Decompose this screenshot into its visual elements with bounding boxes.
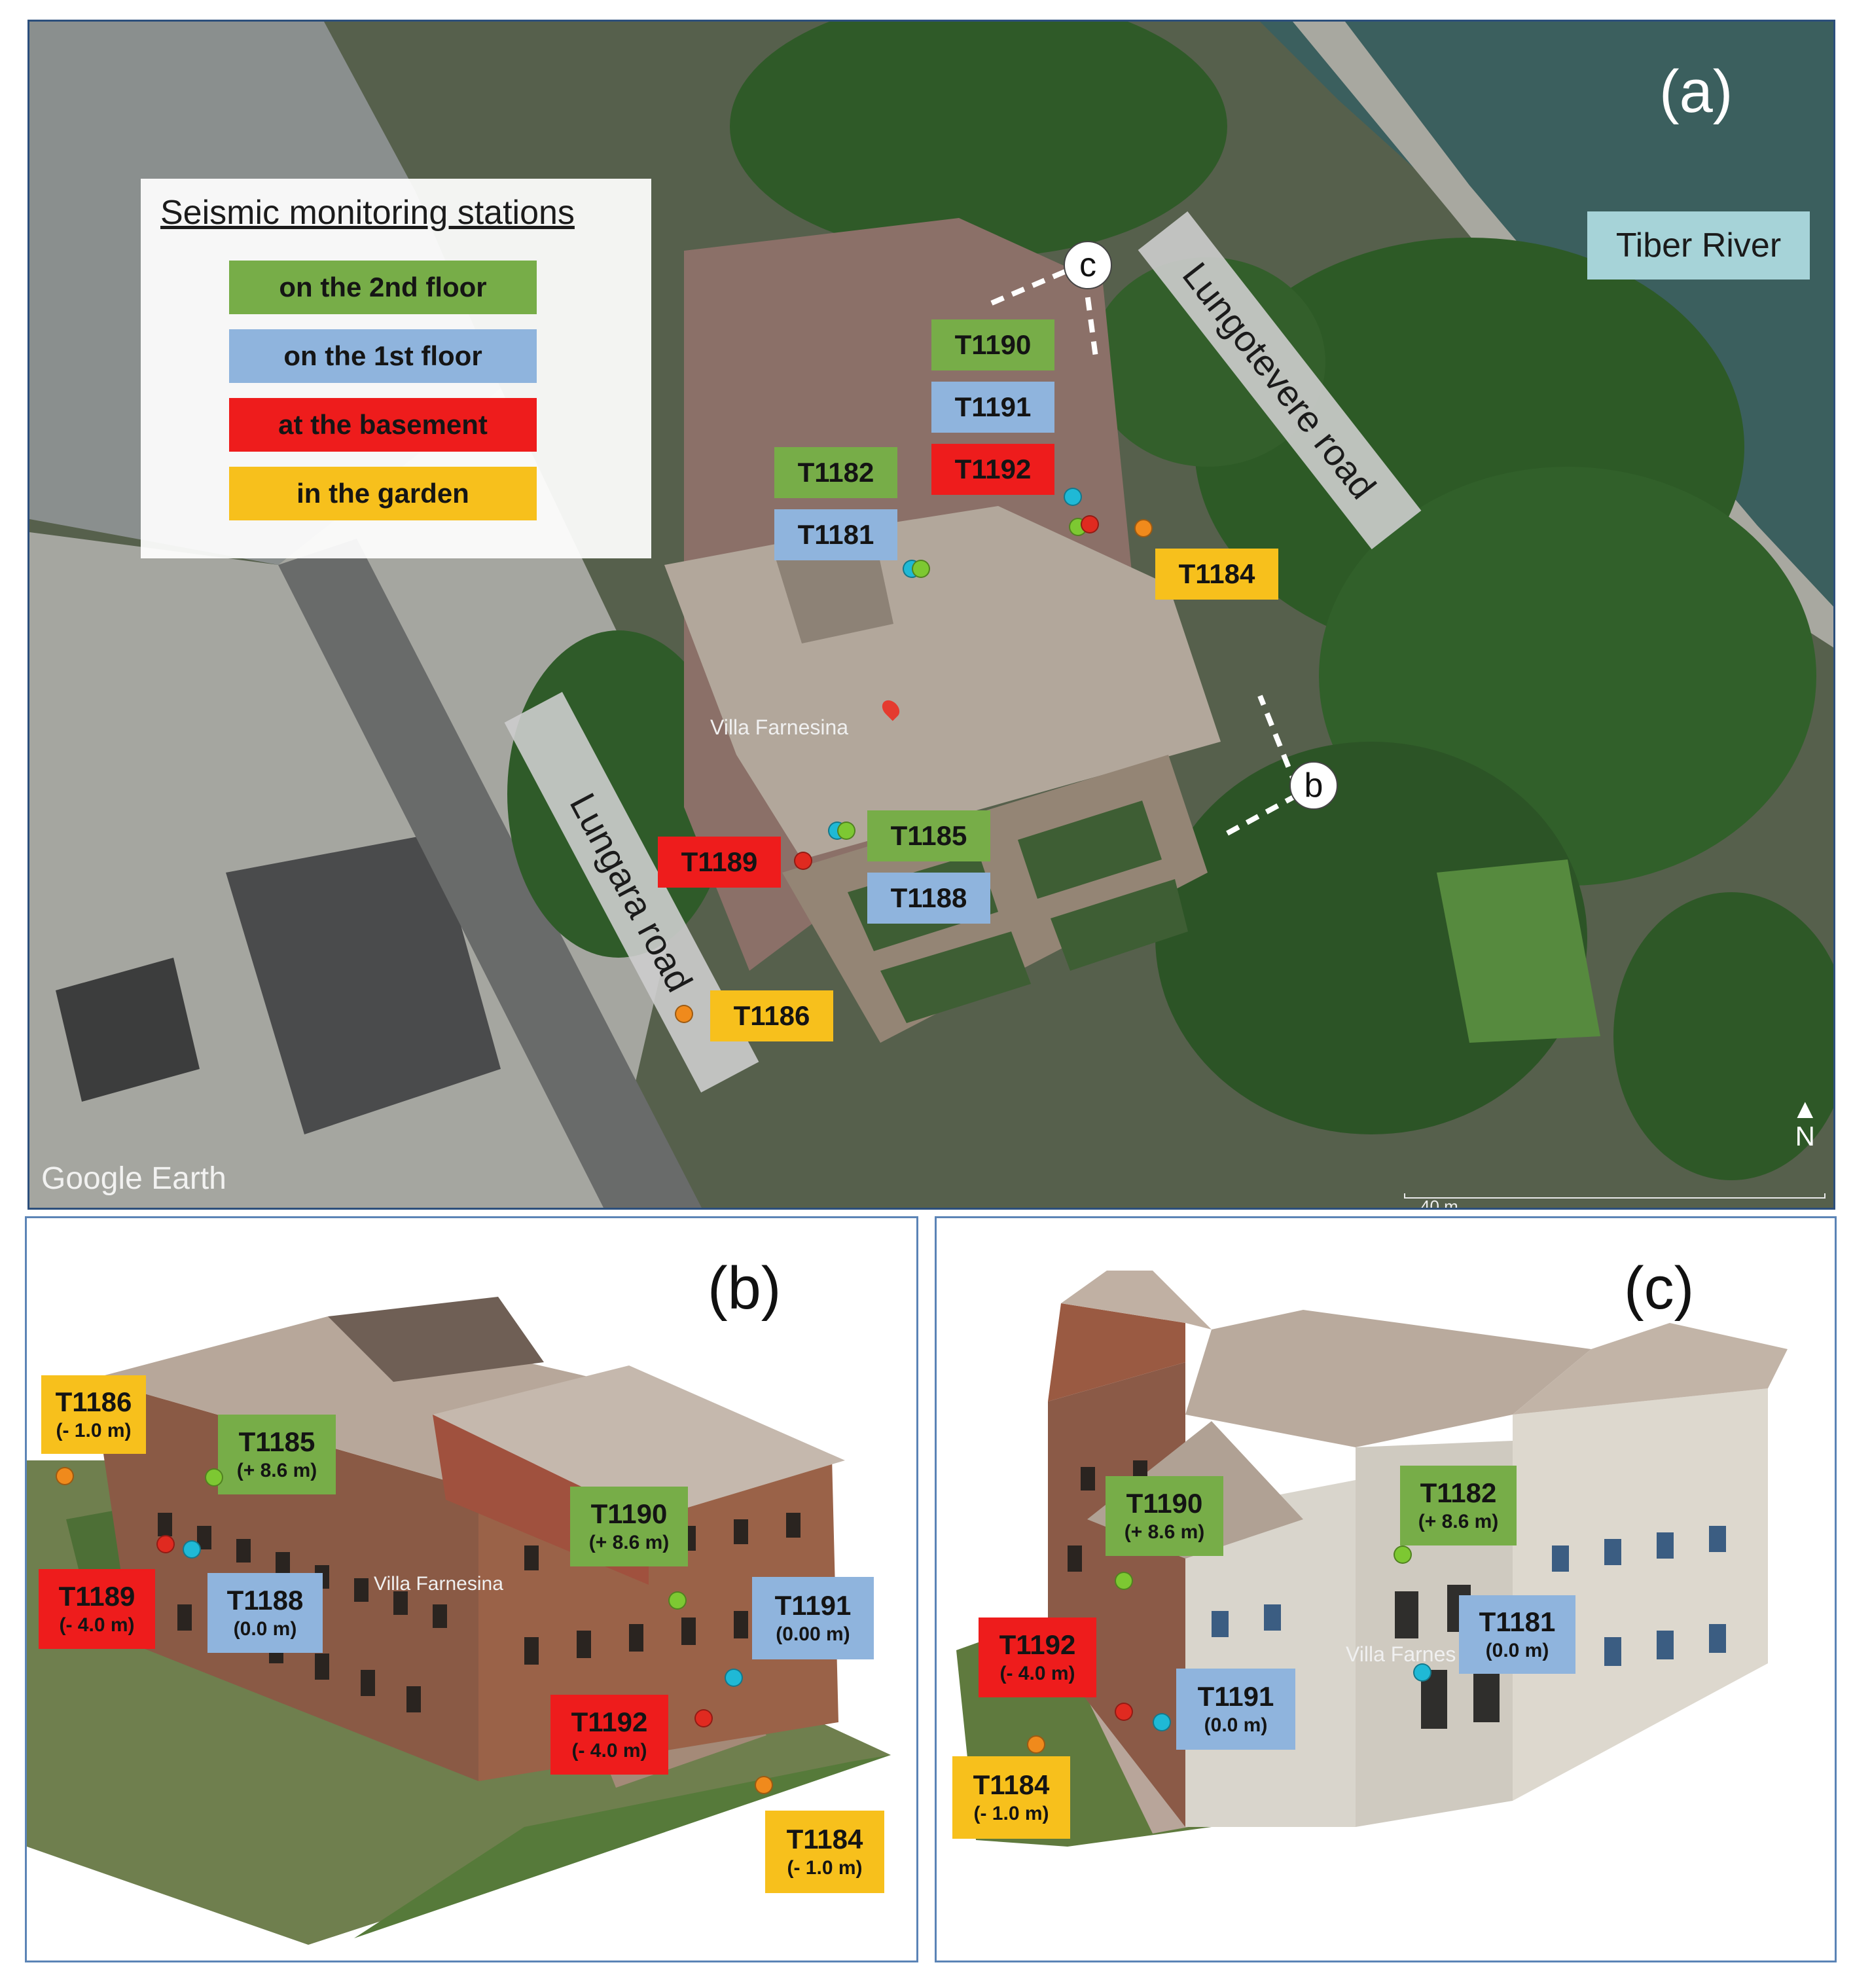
station-id: T1192 xyxy=(999,1629,1076,1661)
sensor-dot-orange xyxy=(1027,1735,1045,1754)
station-elevation: (0.0 m) xyxy=(1485,1640,1549,1662)
north-arrow-icon: ▲ xyxy=(1791,1093,1819,1124)
building-model-c xyxy=(956,1271,1788,1847)
sensor-dot-blue xyxy=(1413,1663,1431,1682)
station-elevation: (0.0 m) xyxy=(233,1618,297,1640)
station-tag-t1186: T1186 xyxy=(710,990,833,1041)
legend: Seismic monitoring stations on the 2nd f… xyxy=(141,179,651,558)
scale-bar-label: 40 m xyxy=(1420,1197,1458,1210)
station-id: T1181 xyxy=(1479,1606,1556,1638)
sensor-dot-blue xyxy=(725,1669,743,1687)
sensor-dot-blue xyxy=(183,1540,201,1559)
station-tag-t1190: T1190 (+ 8.6 m) xyxy=(570,1487,688,1566)
panel-c-label: (c) xyxy=(1624,1255,1695,1322)
legend-item-2nd-floor: on the 2nd floor xyxy=(229,261,537,314)
sensor-dot-red xyxy=(694,1709,713,1727)
station-elevation: (- 1.0 m) xyxy=(787,1857,863,1879)
model-view-b-panel: (b) Villa Farnesina T1186 (- 1.0 m) T118… xyxy=(25,1216,918,1962)
view-marker-c: c xyxy=(1064,241,1112,289)
station-elevation: (- 1.0 m) xyxy=(56,1420,132,1442)
station-elevation: (- 4.0 m) xyxy=(999,1663,1075,1685)
place-label: Villa Farnes xyxy=(1346,1642,1456,1666)
model-view-c-panel: (c) Villa Farnes T1190 (+ 8.6 m) T1182 (… xyxy=(935,1216,1837,1962)
sensor-dot-green xyxy=(1115,1572,1133,1590)
building-model-b xyxy=(27,1297,891,1945)
station-tag-t1184: T1184 (- 1.0 m) xyxy=(952,1756,1070,1839)
station-tag-t1192: T1192 xyxy=(931,444,1054,495)
aerial-map-panel: (a) Tiber River Lungotevere road Lungara… xyxy=(27,20,1835,1210)
station-elevation: (+ 8.6 m) xyxy=(588,1532,670,1554)
sensor-dot-red xyxy=(1115,1703,1133,1721)
panel-b-label: (b) xyxy=(708,1255,782,1322)
station-id: T1192 xyxy=(571,1707,648,1738)
sensor-dot-green xyxy=(205,1468,223,1487)
station-elevation: (- 4.0 m) xyxy=(571,1740,647,1762)
view-marker-b: b xyxy=(1289,761,1338,810)
map-watermark: Google Earth xyxy=(41,1161,226,1196)
station-id: T1191 xyxy=(774,1590,852,1621)
station-tag-t1182: T1182 (+ 8.6 m) xyxy=(1400,1466,1517,1545)
station-id: T1188 xyxy=(226,1585,304,1616)
station-elevation: (- 4.0 m) xyxy=(59,1614,135,1636)
station-id: T1184 xyxy=(786,1824,863,1855)
sensor-dot-red xyxy=(794,852,812,870)
sensor-dot-red xyxy=(1081,515,1099,533)
station-id: T1184 xyxy=(973,1769,1050,1801)
scale-bar xyxy=(1404,1193,1826,1199)
station-tag-t1185: T1185 xyxy=(867,810,990,861)
sensor-dot-orange xyxy=(1134,519,1153,537)
sensor-dot-green xyxy=(668,1591,687,1610)
station-tag-t1182: T1182 xyxy=(774,447,897,498)
panel-a-label: (a) xyxy=(1659,58,1733,125)
station-tag-t1192: T1192 (- 4.0 m) xyxy=(979,1618,1096,1697)
sensor-dot-orange xyxy=(675,1005,693,1023)
station-id: T1186 xyxy=(55,1386,132,1418)
station-tag-t1191: T1191 (0.00 m) xyxy=(752,1577,874,1659)
station-id: T1189 xyxy=(58,1581,135,1612)
station-elevation: (0.0 m) xyxy=(1204,1714,1268,1737)
station-id: T1190 xyxy=(590,1498,668,1530)
station-id: T1190 xyxy=(1126,1488,1203,1519)
place-label: Villa Farnesina xyxy=(374,1573,503,1595)
station-id: T1191 xyxy=(1197,1681,1274,1712)
north-arrow: ▲ N xyxy=(1791,1095,1819,1150)
place-label: Villa Farnesina xyxy=(710,715,849,739)
station-elevation: (+ 8.6 m) xyxy=(1418,1511,1499,1533)
river-label: Tiber River xyxy=(1587,211,1810,280)
station-tag-t1185: T1185 (+ 8.6 m) xyxy=(218,1415,336,1494)
station-tag-t1186: T1186 (- 1.0 m) xyxy=(41,1375,146,1454)
sensor-dot-orange xyxy=(755,1776,773,1794)
sensor-dot-green xyxy=(1394,1545,1412,1564)
station-tag-t1188: T1188 (0.0 m) xyxy=(207,1573,323,1653)
station-elevation: (- 1.0 m) xyxy=(973,1803,1049,1825)
sensor-dot-blue xyxy=(1064,488,1082,506)
legend-item-1st-floor: on the 1st floor xyxy=(229,329,537,383)
station-id: T1185 xyxy=(238,1426,315,1458)
station-tag-t1190: T1190 (+ 8.6 m) xyxy=(1106,1476,1223,1556)
station-tag-t1184: T1184 xyxy=(1155,549,1278,600)
sensor-dot-blue xyxy=(1153,1713,1171,1731)
sensor-dot-green xyxy=(837,822,855,840)
legend-title: Seismic monitoring stations xyxy=(160,194,575,232)
sensor-dot-green xyxy=(912,560,930,578)
north-label: N xyxy=(1795,1121,1815,1151)
station-tag-t1189: T1189 (- 4.0 m) xyxy=(39,1569,155,1649)
station-tag-t1188: T1188 xyxy=(867,873,990,924)
station-tag-t1181: T1181 xyxy=(774,509,897,560)
sensor-dot-red xyxy=(156,1535,175,1553)
station-id: T1182 xyxy=(1420,1477,1497,1509)
sensor-dot-orange xyxy=(56,1467,74,1485)
legend-item-basement: at the basement xyxy=(229,398,537,452)
station-tag-t1190: T1190 xyxy=(931,319,1054,370)
station-tag-t1184: T1184 (- 1.0 m) xyxy=(765,1811,884,1893)
legend-item-garden: in the garden xyxy=(229,467,537,520)
station-elevation: (+ 8.6 m) xyxy=(236,1460,317,1482)
station-tag-t1189: T1189 xyxy=(658,837,781,888)
station-tag-t1192: T1192 (- 4.0 m) xyxy=(550,1695,668,1775)
station-elevation: (+ 8.6 m) xyxy=(1124,1521,1205,1544)
station-elevation: (0.00 m) xyxy=(776,1623,850,1646)
station-tag-t1191: T1191 (0.0 m) xyxy=(1176,1669,1295,1750)
station-tag-t1191: T1191 xyxy=(931,382,1054,433)
station-tag-t1181: T1181 (0.0 m) xyxy=(1459,1595,1575,1674)
